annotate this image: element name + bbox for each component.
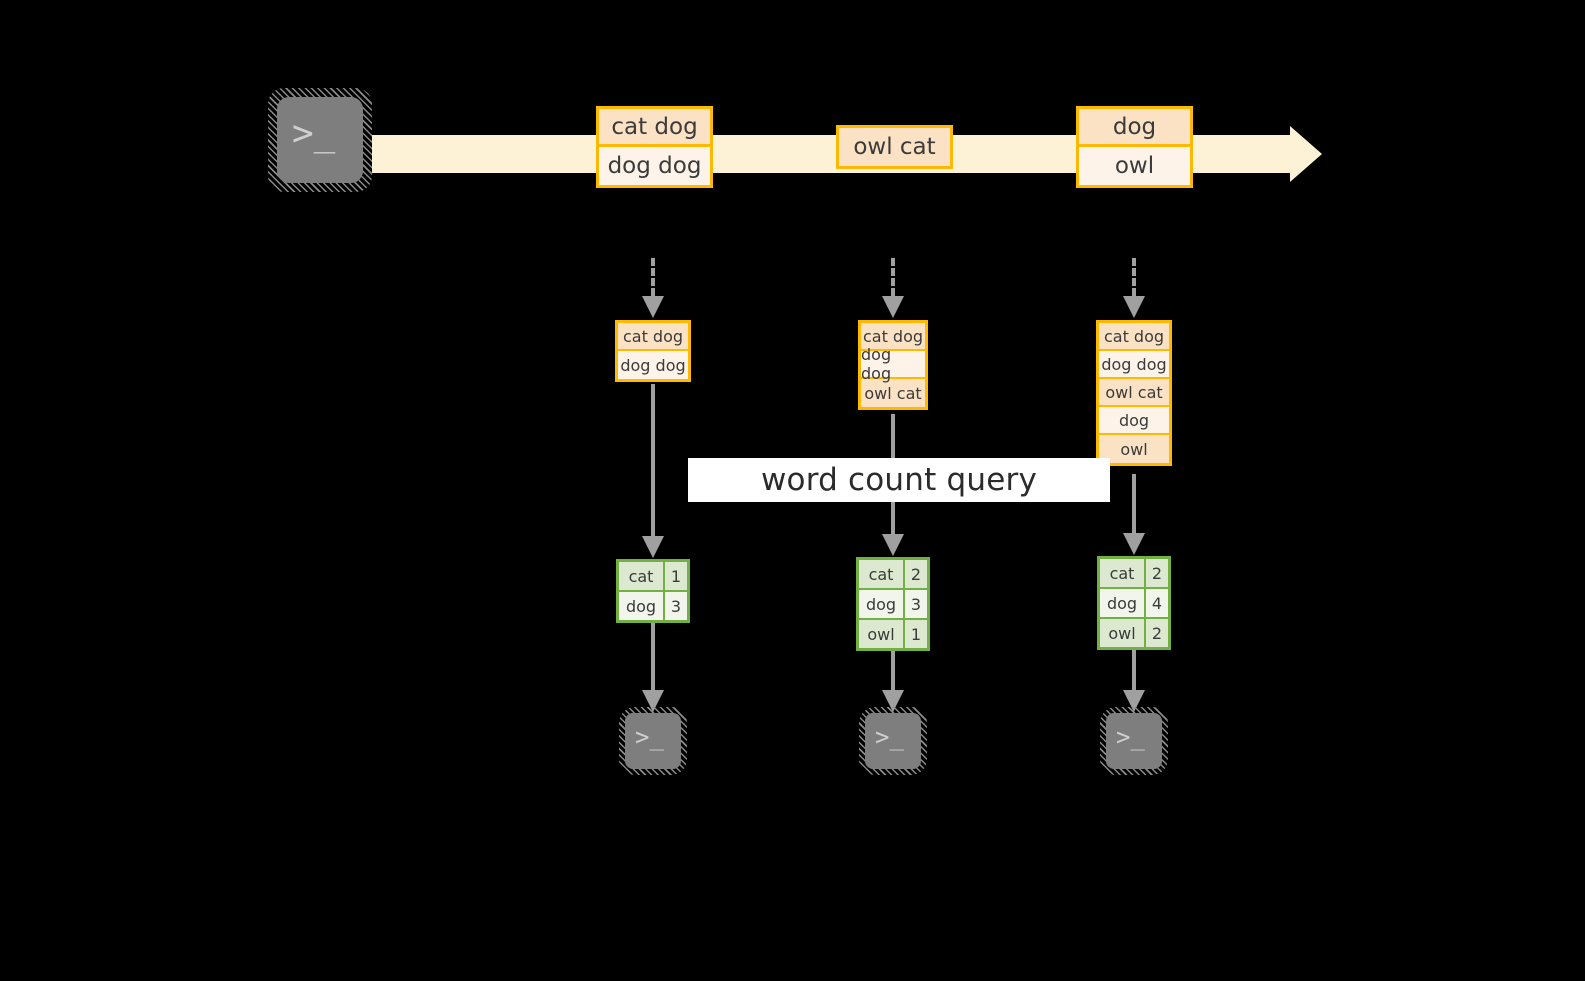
- snapshot-3-output-arrow-arrowhead: [1123, 690, 1145, 712]
- count-value: 2: [905, 560, 927, 588]
- count-word: cat: [1100, 559, 1146, 587]
- terminal-prompt-glyph: >_: [1116, 723, 1145, 751]
- stream-line: owl cat: [1099, 379, 1169, 407]
- stream-line: cat dog: [599, 109, 710, 147]
- input-stream-arrowhead: [1290, 126, 1322, 182]
- stream-line: dog: [1099, 407, 1169, 435]
- stream-line: owl: [1079, 147, 1190, 185]
- count-word: dog: [859, 590, 905, 618]
- stream-line: cat dog: [1099, 323, 1169, 351]
- word-count-query-label: word count query: [688, 458, 1110, 502]
- count-word: dog: [619, 592, 665, 620]
- stream-line: cat dog: [618, 323, 688, 351]
- snapshot-1-output-arrow-arrowhead: [642, 690, 664, 712]
- count-value: 1: [665, 562, 687, 590]
- stream-line: dog dog: [599, 147, 710, 185]
- count-value: 2: [1146, 559, 1168, 587]
- terminal-body: [1106, 713, 1162, 769]
- snapshot-1-output-arrow-line: [651, 623, 655, 690]
- count-value: 3: [905, 590, 927, 618]
- count-word: cat: [859, 560, 905, 588]
- count-value: 3: [665, 592, 687, 620]
- snapshot-1-ingest-arrow-arrowhead: [642, 296, 664, 318]
- terminal-body: [277, 97, 363, 183]
- snapshot-2-query-arrow-arrowhead: [882, 534, 904, 556]
- count-word: owl: [1100, 619, 1146, 647]
- snapshot-3-ingest-arrow-line: [1132, 258, 1136, 296]
- snapshot-3-ingest-arrow-arrowhead: [1123, 296, 1145, 318]
- stream-line: owl cat: [839, 128, 950, 166]
- terminal-body: [625, 713, 681, 769]
- count-value: 4: [1146, 589, 1168, 617]
- snapshot-3-query-arrow-line: [1132, 474, 1136, 533]
- count-value: 2: [1146, 619, 1168, 647]
- snapshot-2-ingest-arrow-line: [891, 258, 895, 296]
- terminal-prompt-glyph: >_: [635, 723, 664, 751]
- snapshot-3-output-arrow-line: [1132, 650, 1136, 690]
- snapshot-2-sink-terminal-icon[interactable]: >_: [859, 707, 927, 775]
- snapshot-1-sink-terminal-icon[interactable]: >_: [619, 707, 687, 775]
- stream-line: owl cat: [861, 379, 925, 407]
- snapshot-1-query-arrow-arrowhead: [642, 536, 664, 558]
- snapshot-3-query-arrow-arrowhead: [1123, 533, 1145, 555]
- terminal-prompt-glyph: >_: [292, 113, 336, 154]
- stream-line: dog dog: [861, 345, 925, 383]
- terminal-prompt-glyph: >_: [875, 723, 904, 751]
- snapshot-1-query-arrow-line: [651, 384, 655, 536]
- snapshot-2-output-arrow-line: [891, 651, 895, 690]
- stream-line: owl: [1099, 435, 1169, 463]
- count-value: 1: [905, 620, 927, 648]
- terminal-body: [865, 713, 921, 769]
- stream-line: dog dog: [1099, 351, 1169, 379]
- source-terminal-icon[interactable]: >_: [268, 88, 372, 192]
- snapshot-2-ingest-arrow-arrowhead: [882, 296, 904, 318]
- count-word: dog: [1100, 589, 1146, 617]
- stream-line: dog: [1079, 109, 1190, 147]
- stream-line: dog dog: [618, 351, 688, 379]
- snapshot-1-ingest-arrow-line: [651, 258, 655, 296]
- stream-batch-2[interactable]: owl cat: [836, 125, 953, 169]
- stream-line: cat dog: [861, 323, 925, 351]
- snapshot-2-output-arrow-arrowhead: [882, 690, 904, 712]
- count-word: owl: [859, 620, 905, 648]
- count-word: cat: [619, 562, 665, 590]
- snapshot-3-sink-terminal-icon[interactable]: >_: [1100, 707, 1168, 775]
